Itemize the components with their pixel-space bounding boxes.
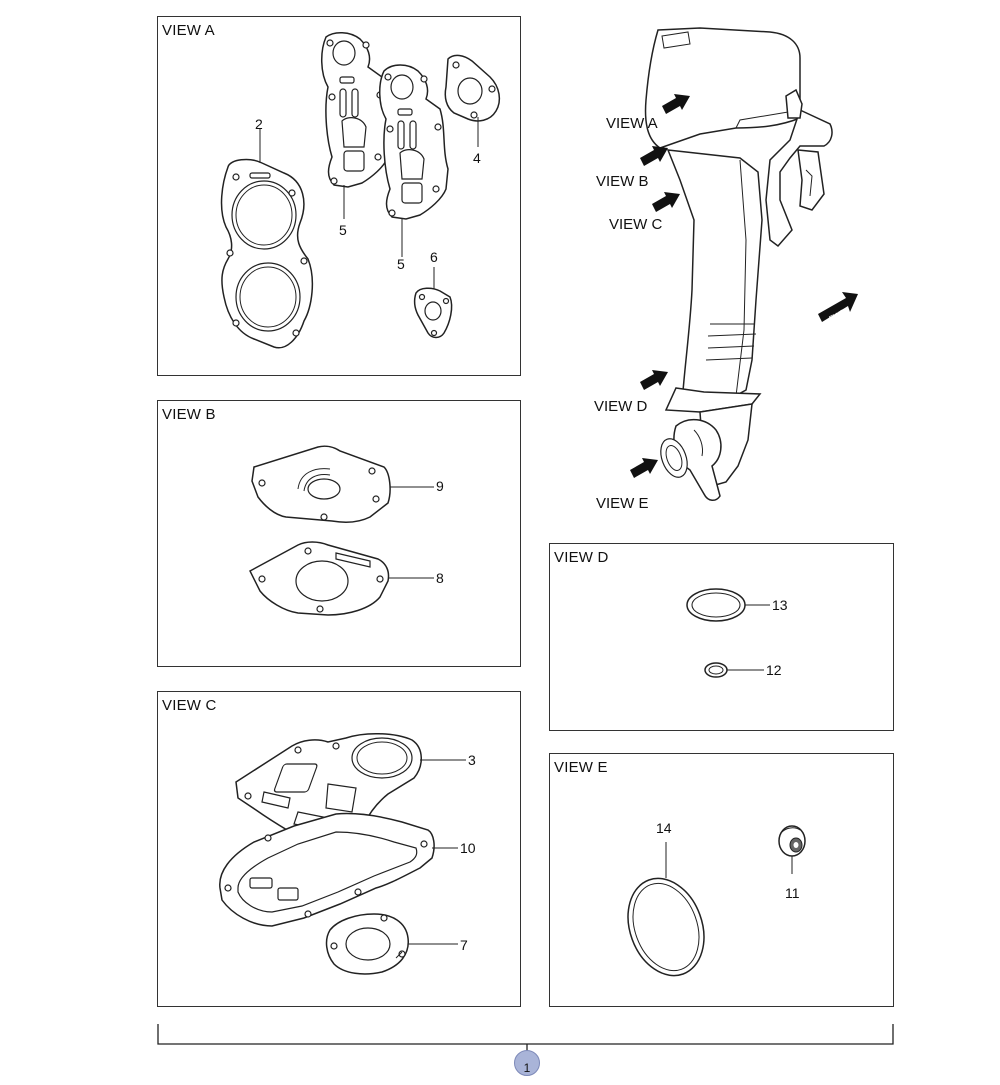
part-7-label: 7: [460, 937, 468, 953]
view-e-arrow: [630, 458, 658, 478]
view-d-drawing: [686, 588, 770, 678]
part-12-o-ring[interactable]: [704, 662, 764, 678]
view-a-drawing: [220, 32, 501, 349]
part-2-label: 2: [255, 116, 263, 132]
view-c-title: VIEW C: [162, 697, 217, 714]
part-9-gasket[interactable]: [251, 445, 434, 523]
view-b-arrow: [640, 146, 668, 166]
part-13-label: 13: [772, 597, 788, 613]
part-5-label-upper: 5: [339, 222, 347, 238]
part-5-label-lower: 5: [397, 256, 405, 272]
part-14-seal-ring[interactable]: [615, 842, 717, 986]
view-e-panel: VIEW E 14 11: [549, 753, 894, 1007]
view-d-panel: VIEW D 13 12: [549, 543, 894, 731]
part-10-gasket[interactable]: [219, 812, 458, 927]
view-d-arrow: [640, 370, 668, 390]
callout-view-e[interactable]: VIEW E: [596, 495, 649, 512]
view-a-panel: VIEW A: [157, 16, 521, 376]
view-a-title: VIEW A: [162, 22, 215, 39]
part-11-label: 11: [785, 885, 800, 901]
part-10-label: 10: [460, 840, 476, 856]
view-e-title: VIEW E: [554, 759, 608, 776]
part-8-gasket[interactable]: [249, 541, 434, 616]
part-7-gasket[interactable]: [325, 913, 458, 975]
assembly-number-badge[interactable]: 1: [514, 1050, 540, 1076]
part-11-oil-seal[interactable]: [778, 825, 806, 874]
part-3-label: 3: [468, 752, 476, 768]
part-13-o-ring[interactable]: [686, 588, 770, 622]
part-4-label: 4: [473, 150, 481, 166]
assembly-number: 1: [523, 1061, 531, 1075]
view-e-drawing: [615, 825, 806, 986]
callout-view-a[interactable]: VIEW A: [606, 115, 658, 132]
fwd-label: FWD: [828, 307, 849, 324]
view-a-arrow: [662, 94, 690, 114]
callout-view-c[interactable]: VIEW C: [609, 216, 663, 233]
motor-illustration: [644, 27, 833, 501]
view-b-title: VIEW B: [162, 406, 216, 423]
part-2-head-gasket[interactable]: [220, 129, 314, 349]
view-c-arrow: [652, 192, 680, 212]
view-b-panel: VIEW B 9 8: [157, 400, 521, 667]
part-12-label: 12: [766, 662, 782, 678]
part-3-gasket[interactable]: [235, 732, 466, 847]
part-8-label: 8: [436, 570, 444, 586]
part-9-label: 9: [436, 478, 444, 494]
part-14-label: 14: [656, 820, 672, 836]
fwd-arrow-icon: [818, 292, 858, 322]
part-6-label: 6: [430, 249, 438, 265]
part-4-gasket[interactable]: [444, 54, 501, 147]
view-d-title: VIEW D: [554, 549, 609, 566]
view-c-panel: VIEW C: [157, 691, 521, 1007]
part-5-plate-upper[interactable]: [321, 32, 391, 219]
callout-view-d[interactable]: VIEW D: [594, 398, 648, 415]
part-5-plate-lower[interactable]: [379, 64, 449, 257]
view-c-drawing: [219, 732, 466, 975]
callout-view-b[interactable]: VIEW B: [596, 173, 649, 190]
view-b-drawing: [249, 445, 434, 616]
part-6-gasket[interactable]: [413, 267, 453, 339]
